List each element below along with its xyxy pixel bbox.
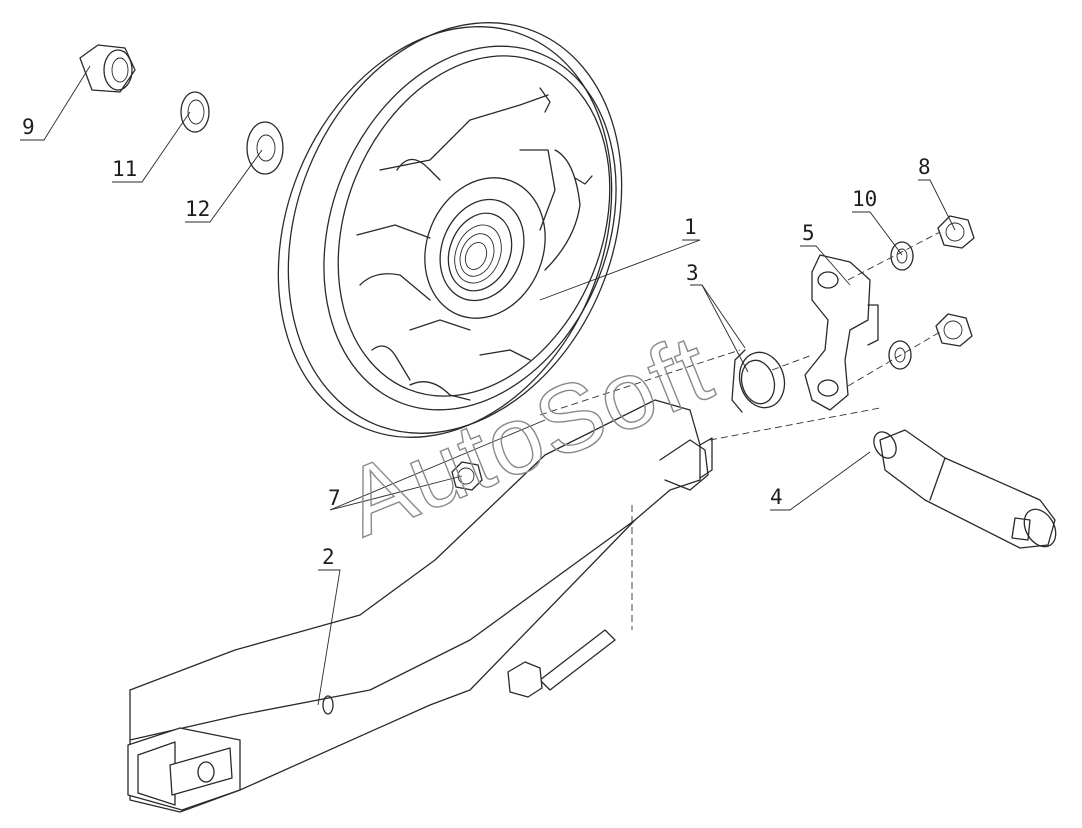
watermark-text: AutoSoft xyxy=(330,314,726,557)
bushing-part xyxy=(731,349,786,413)
callout-10: 10 xyxy=(852,187,877,211)
nut-9-part xyxy=(79,44,136,93)
callout-labels: 9 11 12 1 3 5 10 8 4 7 2 xyxy=(22,115,931,569)
callout-2: 2 xyxy=(322,545,335,569)
callout-3: 3 xyxy=(686,261,699,285)
spring-washer-11-part xyxy=(180,91,210,133)
small-nut-part xyxy=(451,461,483,491)
callout-11: 11 xyxy=(112,157,137,181)
pivot-pin-part xyxy=(873,429,1057,549)
callout-5: 5 xyxy=(802,221,815,245)
assembly-axis-lines xyxy=(539,231,941,630)
watermark: AutoSoft xyxy=(330,313,728,558)
callout-4: 4 xyxy=(770,485,783,509)
bolt-part xyxy=(507,629,616,698)
clamp-bracket-part xyxy=(804,254,879,411)
callout-9: 9 xyxy=(22,115,35,139)
callout-1: 1 xyxy=(684,215,697,239)
wheel-part xyxy=(277,22,623,438)
swing-arm-part xyxy=(127,399,713,813)
spring-washer-10-part xyxy=(888,241,914,370)
flat-washer-12-part xyxy=(246,121,284,175)
callout-8: 8 xyxy=(918,155,931,179)
nut-8-part xyxy=(935,215,975,347)
callout-7: 7 xyxy=(328,486,341,510)
leader-lines xyxy=(20,65,956,706)
callout-12: 12 xyxy=(185,197,210,221)
